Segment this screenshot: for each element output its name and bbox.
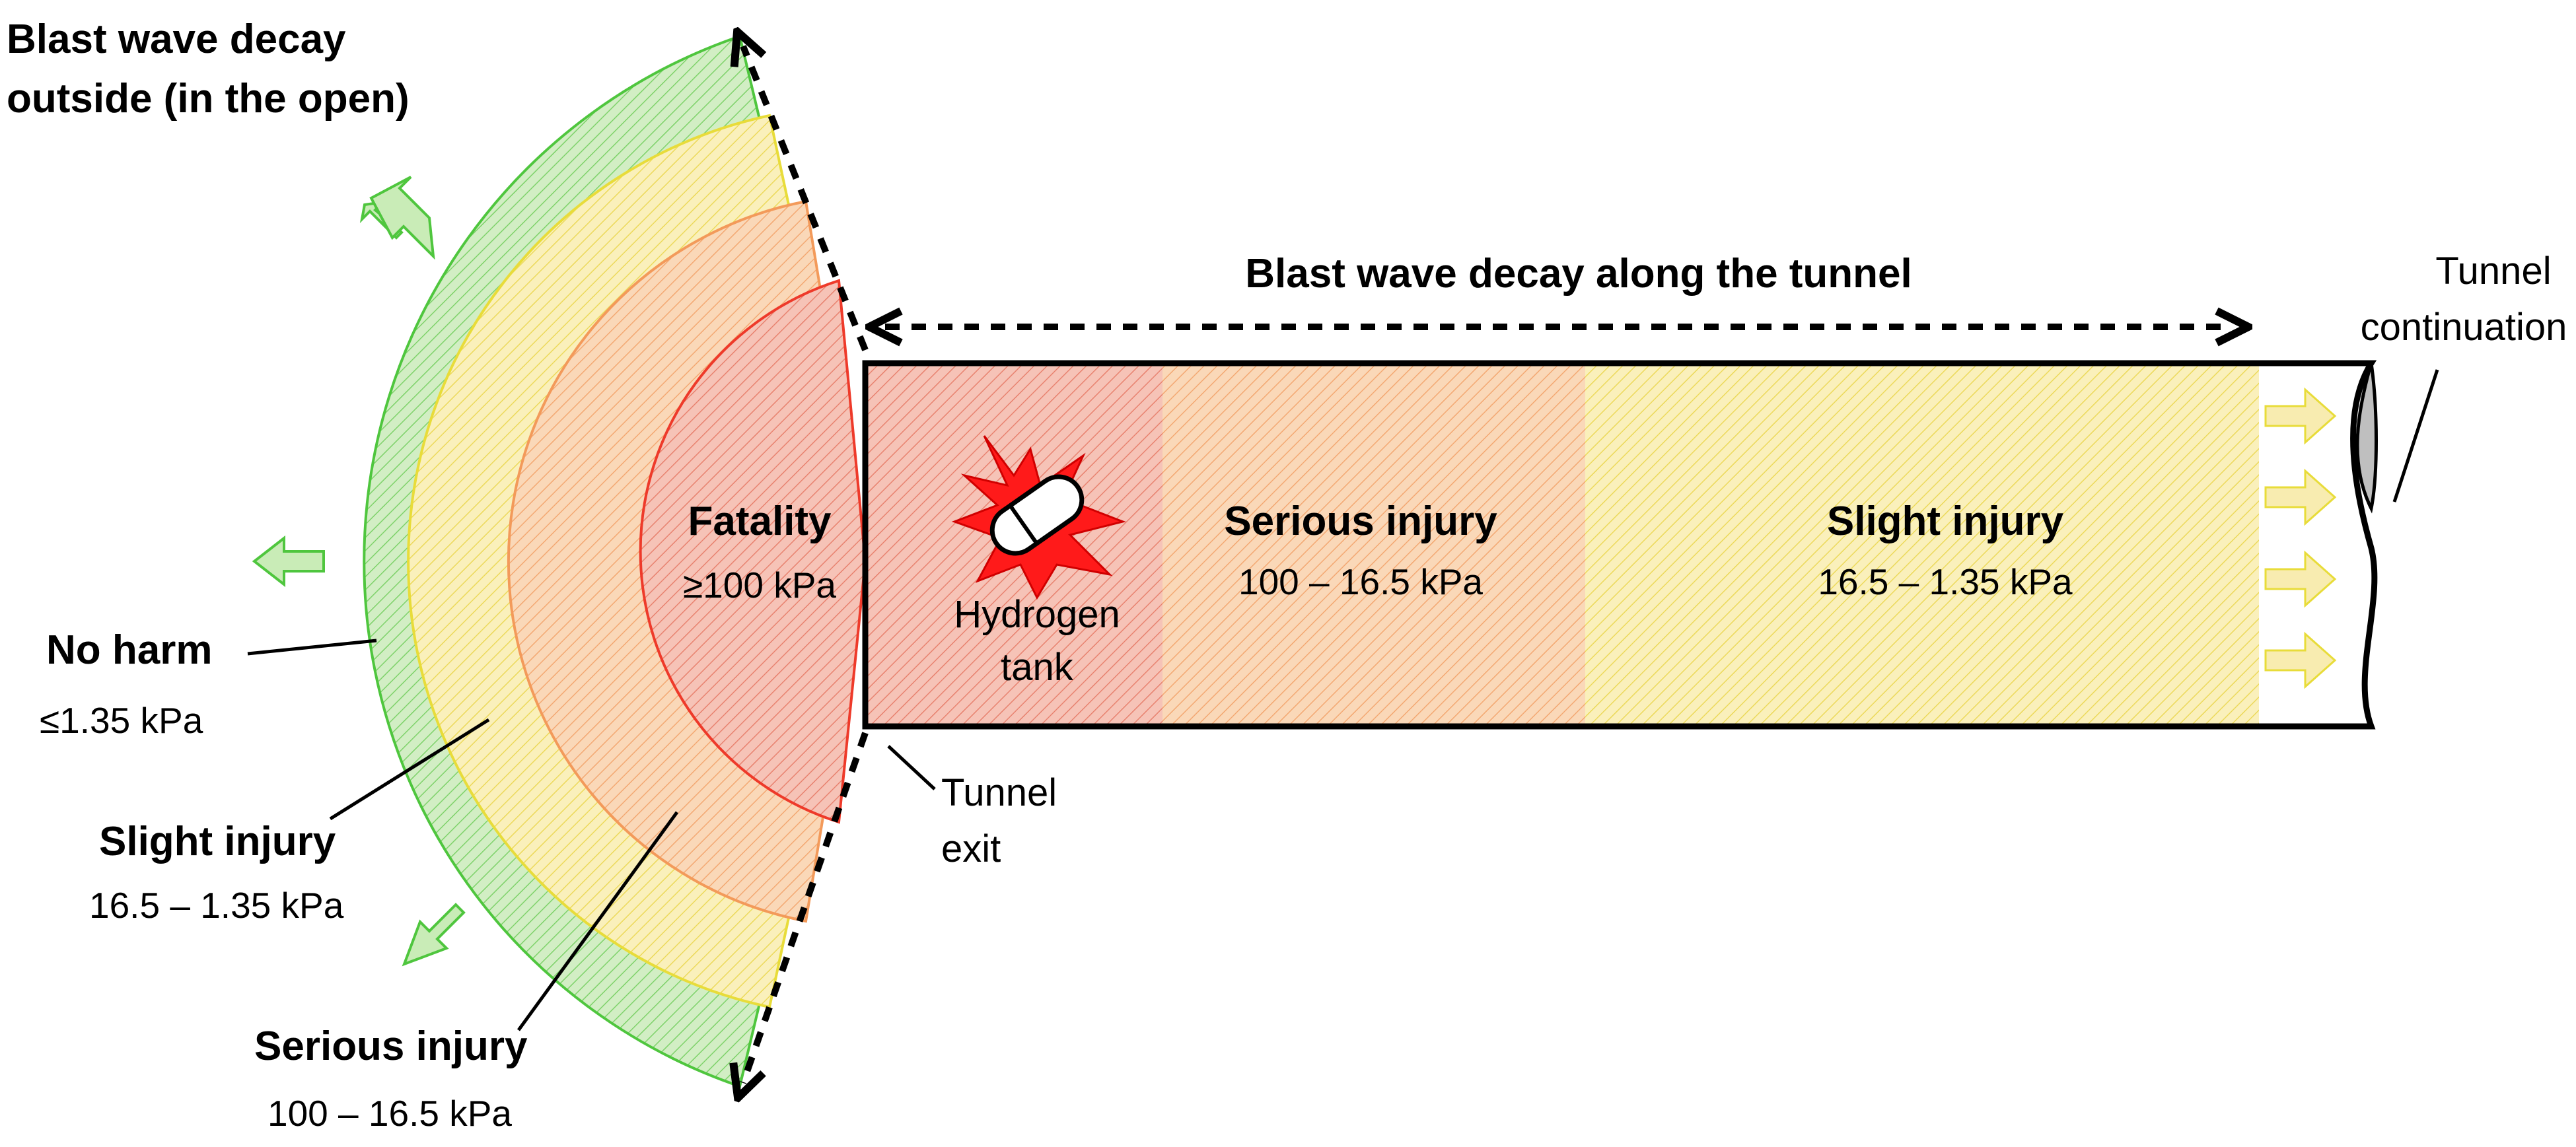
tunnel-title: Blast wave decay along the tunnel	[1245, 251, 1912, 296]
slight-tunnel-value: 16.5 – 1.35 kPa	[1818, 561, 2073, 602]
arrow-icon	[2264, 550, 2337, 608]
tank-label-line2: tank	[1001, 646, 1074, 689]
tunnel-exit-line1: Tunnel	[941, 771, 1057, 814]
tunnel-zone-slight	[1585, 363, 2259, 726]
serious-outside-leader	[517, 811, 679, 1031]
tunnel-continuation-cut	[2355, 363, 2378, 514]
sector-boundary-top	[743, 46, 869, 351]
outside-title-line1: Blast wave decay	[7, 17, 346, 62]
continuation-leader	[2392, 369, 2439, 503]
slight-outside-label: Slight injury	[99, 819, 336, 864]
continuation-line1: Tunnel	[2435, 250, 2551, 293]
fatality-label: Fatality	[688, 499, 832, 544]
slight-tunnel-label: Slight injury	[1827, 499, 2064, 544]
sector-boundary-bottom	[743, 732, 869, 1083]
serious-tunnel-label: Serious injury	[1224, 499, 1497, 544]
no-harm-label: No harm	[46, 627, 212, 673]
tank-label-line1: Hydrogen	[954, 593, 1120, 636]
hydrogen-tank-icon	[989, 474, 1085, 556]
no-harm-value: ≤1.35 kPa	[40, 700, 203, 741]
tunnel-outline	[862, 360, 2378, 730]
outside-title-line2: outside (in the open)	[7, 76, 410, 122]
arrow-icon	[369, 176, 435, 260]
slight-outside-value: 16.5 – 1.35 kPa	[89, 885, 344, 926]
serious-outside-value: 100 – 16.5 kPa	[268, 1093, 512, 1134]
arrow-icon	[252, 535, 325, 588]
continuation-line2: continuation	[2361, 306, 2567, 349]
arrow-icon	[2264, 631, 2337, 689]
arrow-icon	[2264, 468, 2337, 526]
tunnel-exit-leader	[887, 745, 936, 790]
serious-tunnel-value: 100 – 16.5 kPa	[1238, 561, 1483, 602]
zone-fatality-arc	[639, 279, 867, 824]
fatality-value: ≥100 kPa	[683, 565, 836, 606]
no-harm-leader	[247, 639, 377, 656]
serious-outside-label: Serious injury	[254, 1024, 528, 1069]
arrow-icon	[402, 903, 466, 967]
tunnel-zone-serious	[1163, 363, 1585, 726]
slight-outside-leader	[329, 718, 490, 821]
arrow-icon	[2264, 387, 2337, 445]
tunnel-exit-line2: exit	[941, 827, 1001, 870]
